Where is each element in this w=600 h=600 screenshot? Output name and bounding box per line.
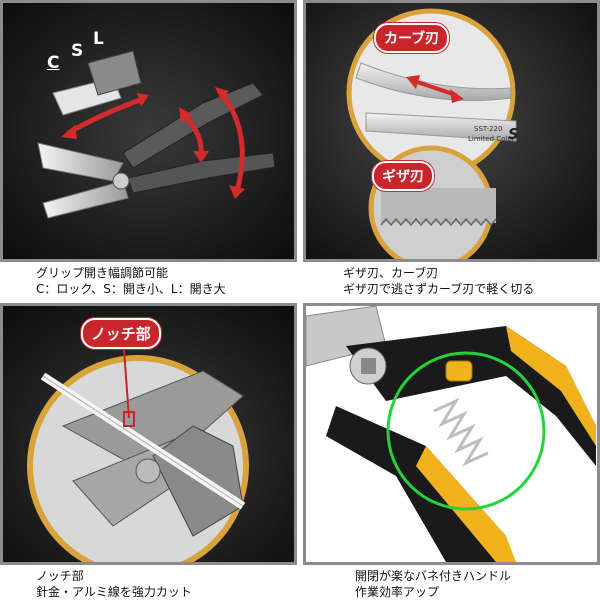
panel-notch: ノッチ部 ノッチ部 針金・アルミ線を強力カット [0,303,297,600]
caption-line: ギザ刃、カーブ刃 [343,266,439,280]
caption-spring: 開閉が楽なバネ付きハンドル 作業効率アップ [355,568,600,600]
panel-blades: カーブ刃 ギザ刃 SST-220 Limited Color S ギザ刃、カーブ… [303,0,600,297]
panel-image-notch: ノッチ部 [0,303,297,565]
caption-notch: ノッチ部 針金・アルミ線を強力カット [36,568,296,600]
panel-image-blades: カーブ刃 ギザ刃 SST-220 Limited Color S [303,0,600,262]
blade-model-text: SST-220 [474,125,503,133]
caption-line: C：ロック、S：開き小、L：開き大 [36,282,226,296]
panel-grip-adjust: C S L グリップ開き幅調節可能 C：ロック、S：開き小、L：開き大 [0,0,297,297]
notch-closeup-illustration [3,306,294,562]
caption-line: ノッチ部 [36,569,84,583]
caption-line: 針金・アルミ線を強力カット [36,585,192,599]
spring-handle-illustration [306,306,597,562]
grip-letter-c: C [47,53,60,73]
grip-letter-s: S [71,41,84,61]
grip-letter-l: L [93,29,104,49]
caption-blades: ギザ刃、カーブ刃 ギザ刃で逃さずカーブ刃で軽く切る [343,265,600,297]
caption-line: 作業効率アップ [355,585,440,599]
blade-logo-text: S [508,125,519,143]
curved-blade-tag: カーブ刃 [374,23,450,53]
blade-color-text: Limited Color [468,135,515,143]
blade-closeup-illustration [306,3,597,259]
panel-image-spring [303,303,600,565]
panel-image-grip: C S L [0,0,297,262]
scissors-grip-illustration [3,3,294,259]
caption-line: ギザ刃で逃さずカーブ刃で軽く切る [343,282,535,296]
caption-grip: グリップ開き幅調節可能 C：ロック、S：開き小、L：開き大 [36,265,296,297]
notch-tag: ノッチ部 [81,318,161,349]
panel-spring-handle: 開閉が楽なバネ付きハンドル 作業効率アップ [303,303,600,600]
caption-line: 開閉が楽なバネ付きハンドル [355,569,512,583]
caption-line: グリップ開き幅調節可能 [36,266,169,280]
serrated-blade-tag: ギザ刃 [372,161,434,191]
